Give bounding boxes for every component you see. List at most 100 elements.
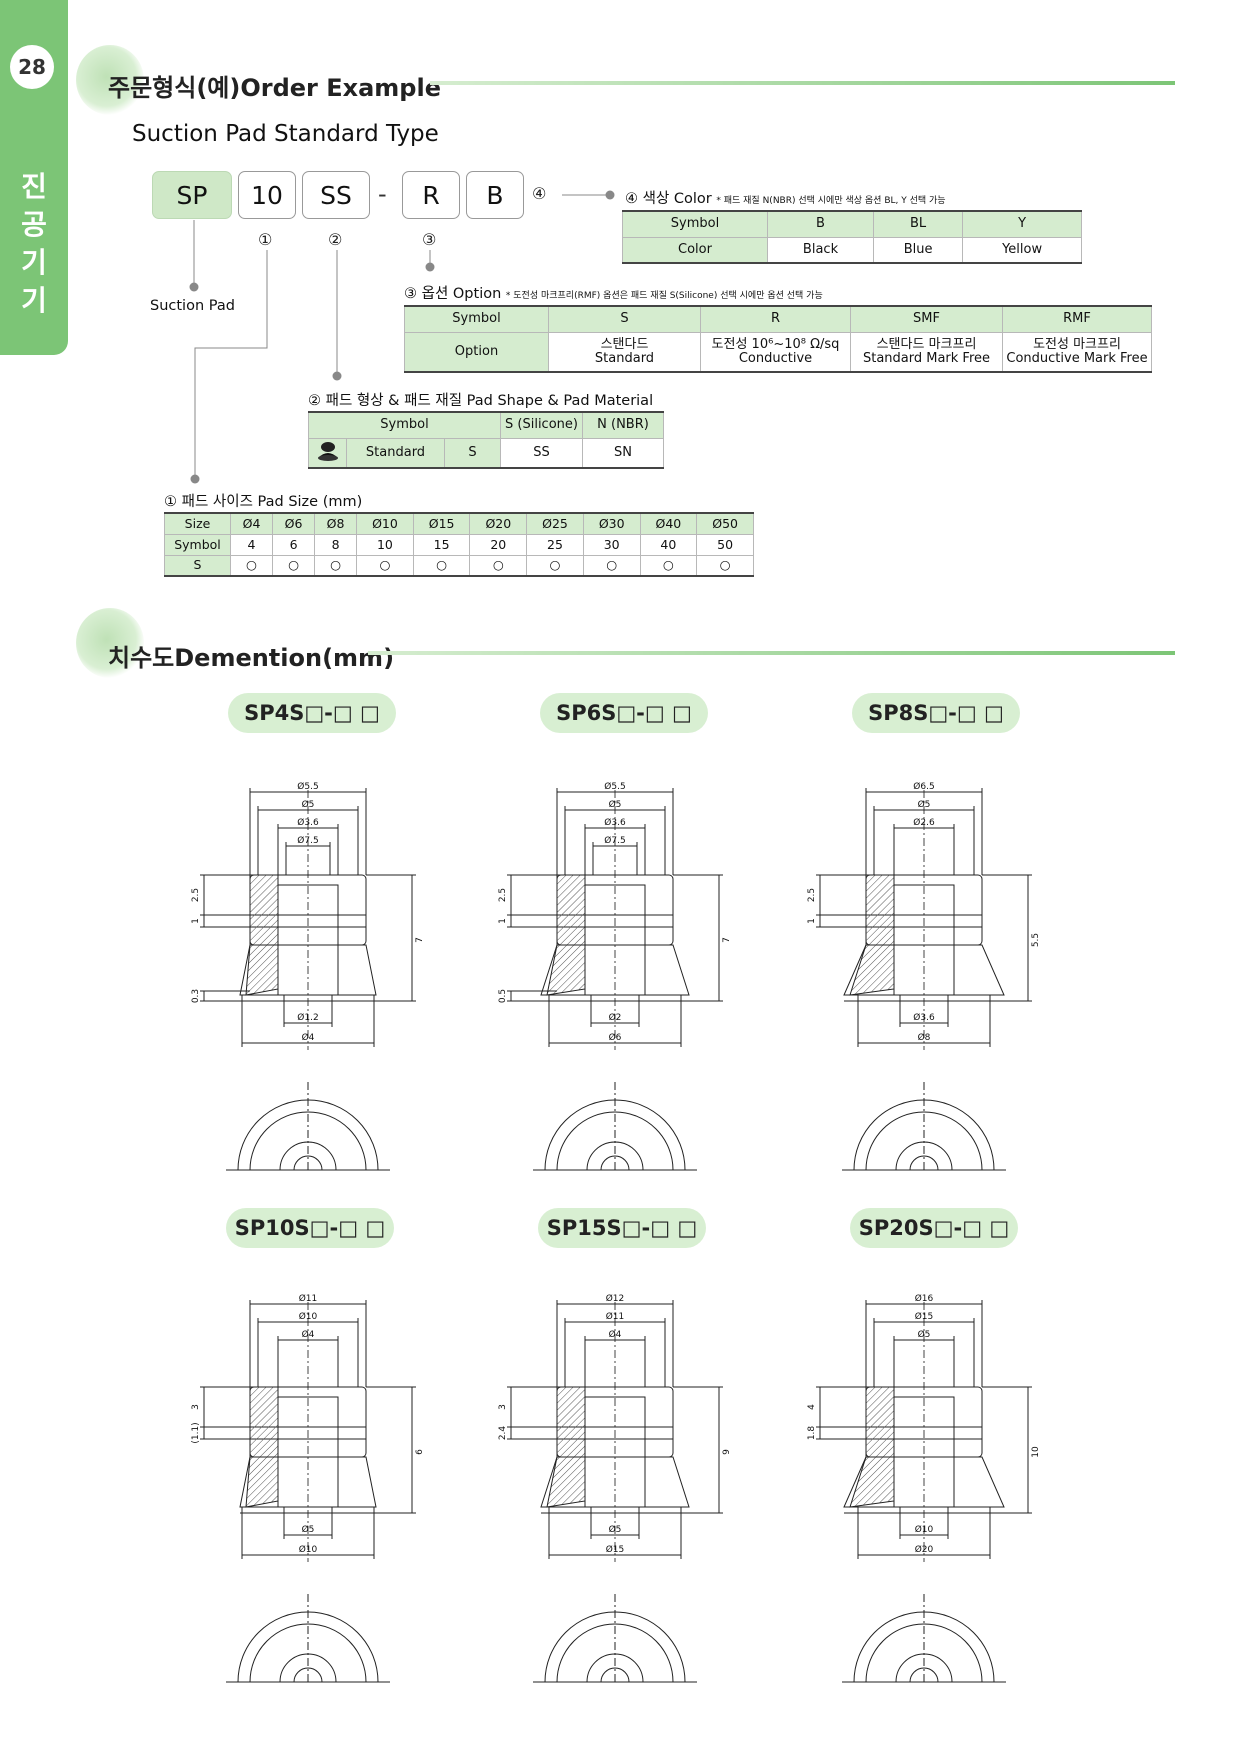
- product-label-sp15s: SP15S□-□ □: [538, 1208, 706, 1248]
- shape-symbol: S: [444, 437, 501, 469]
- dim-label: 2.5: [498, 888, 508, 902]
- dim-label: 6: [415, 1449, 425, 1455]
- dim-label: 9: [722, 1449, 732, 1455]
- table-cell: 8: [314, 533, 358, 556]
- table-cell: 20: [469, 533, 528, 556]
- dim-label: Ø3.6: [604, 817, 626, 828]
- table-cell: Y: [962, 210, 1082, 238]
- section-badge-icon: [76, 608, 144, 678]
- section-rule: [430, 81, 1175, 85]
- option-en: Standard Mark Free: [862, 350, 991, 366]
- table-cell: SMF: [850, 305, 1003, 333]
- dim-label: Ø8: [918, 1032, 931, 1043]
- dim-label: Ø3.6: [913, 1012, 935, 1023]
- product-label-sp6s: SP6S□-□ □: [540, 693, 708, 733]
- color-note: * 패드 재질 N(NBR) 선택 시에만 색상 옵션 BL, Y 선택 가능: [716, 196, 946, 206]
- table-cell: 15: [412, 533, 471, 556]
- table-cell: ○: [314, 554, 358, 577]
- table-cell: RMF: [1002, 305, 1152, 333]
- table-cell: 4: [229, 533, 274, 556]
- table-cell: Ø40: [639, 512, 698, 535]
- size-row-label: Symbol: [164, 533, 231, 556]
- leader-lines: [189, 190, 615, 484]
- table-cell: ○: [639, 554, 698, 577]
- page-number: 28: [10, 45, 54, 89]
- dim-label: 4: [807, 1404, 817, 1410]
- table-cell: Black: [766, 236, 875, 264]
- table-cell: 6: [272, 533, 316, 556]
- order-subtitle: Suction Pad Standard Type: [132, 121, 439, 147]
- dim-label: 1.8: [807, 1426, 817, 1441]
- size-caption: ① 패드 사이즈 Pad Size (mm): [164, 494, 363, 510]
- table-cell: SS: [500, 437, 583, 469]
- size-row-label: S: [164, 554, 231, 577]
- dim-label: Ø5: [918, 799, 931, 810]
- table-cell: Yellow: [962, 236, 1082, 264]
- color-row-label: Color: [622, 236, 768, 264]
- dim-label: Ø4: [302, 1329, 315, 1340]
- dim-label: Ø7.5: [604, 835, 625, 846]
- table-cell: S (Silicone): [500, 411, 583, 439]
- table-cell: ○: [412, 554, 471, 577]
- dim-label: 7: [415, 937, 425, 943]
- option-note: * 도전성 마크프리(RMF) 옵션은 패드 재질 S(Silicone) 선택…: [505, 291, 823, 301]
- table-cell: Ø30: [582, 512, 641, 535]
- option-en: Conductive: [738, 350, 813, 366]
- table-cell: Ø50: [696, 512, 754, 535]
- dim-label: Ø10: [299, 1311, 318, 1322]
- option-symbol-header: Symbol: [404, 305, 549, 333]
- code-part-series: SP: [152, 171, 232, 219]
- dim-label: (1.1): [191, 1422, 201, 1443]
- pad-shape-icon: [317, 441, 338, 461]
- table-cell: 30: [582, 533, 641, 556]
- dim-label: 2.5: [807, 888, 817, 902]
- dim-label: 2.4: [498, 1426, 508, 1441]
- table-cell: Ø20: [469, 512, 528, 535]
- option-kr: 스탠다드: [600, 336, 649, 352]
- table-cell: Ø4: [229, 512, 274, 535]
- dim-label: 5.5: [1031, 933, 1041, 947]
- dim-label: Ø5.5: [604, 781, 625, 792]
- dim-label: Ø2.6: [913, 817, 935, 828]
- dim-label: Ø6.5: [913, 781, 934, 792]
- dim-label: Ø1.2: [297, 1012, 318, 1023]
- table-cell: 40: [639, 533, 698, 556]
- code-part-size: 10: [238, 171, 296, 219]
- table-cell: ○: [229, 554, 274, 577]
- option-kr: 스탠다드 마크프리: [876, 336, 977, 352]
- dim-label: Ø5: [609, 1524, 622, 1535]
- product-label-sp20s: SP20S□-□ □: [850, 1208, 1018, 1248]
- marker-1: ①: [258, 230, 273, 249]
- table-cell: ○: [696, 554, 754, 577]
- marker-2: ②: [328, 230, 343, 249]
- table-cell: Blue: [873, 236, 964, 264]
- dim-label: Ø16: [915, 1293, 934, 1304]
- code-part-option: R: [402, 171, 460, 219]
- table-cell: BL: [873, 210, 964, 238]
- dim-label: Ø2: [609, 1012, 622, 1023]
- size-row-label: Size: [164, 512, 231, 535]
- dim-label: Ø6: [609, 1032, 622, 1043]
- table-cell: Ø6: [272, 512, 316, 535]
- option-kr: 도전성 마크프리: [1033, 336, 1121, 352]
- dim-label: 7: [722, 937, 732, 943]
- suction-pad-label: Suction Pad: [150, 298, 235, 314]
- table-cell: Ø8: [314, 512, 358, 535]
- dim-label: 3: [191, 1404, 201, 1410]
- dim-label: Ø12: [606, 1293, 625, 1304]
- dim-label: 10: [1031, 1446, 1041, 1458]
- dim-label: Ø3.6: [297, 817, 319, 828]
- product-label-sp4s: SP4S□-□ □: [228, 693, 396, 733]
- table-cell: Ø15: [412, 512, 471, 535]
- dim-label: Ø15: [606, 1544, 625, 1555]
- dim-label: 0.3: [191, 989, 201, 1003]
